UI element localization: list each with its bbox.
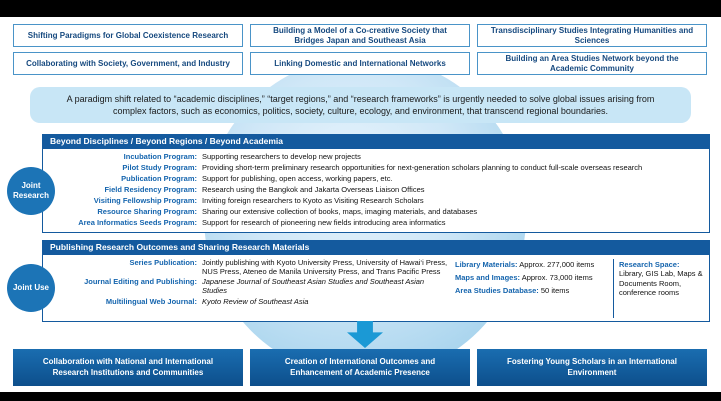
program-name: Area Informatics Seeds Program: <box>78 218 197 228</box>
program-desc: Support for research of pioneering new f… <box>202 218 446 228</box>
resource-row: Area Studies Database: 50 items <box>455 286 611 295</box>
resource-value: Approx. 73,000 items <box>521 273 593 282</box>
pillar-label: Building a Model of a Co-creative Societ… <box>273 25 447 45</box>
pillar-box-area-studies-network: Building an Area Studies Network beyond … <box>477 52 707 75</box>
pillar-box-collaborating-society: Collaborating with Society, Government, … <box>13 52 243 75</box>
resource-value: Approx. 277,000 items <box>519 260 595 269</box>
pillar-label: Linking Domestic and International Netwo… <box>274 58 446 68</box>
publications-column: Series Publication: Jointly publishing w… <box>45 258 451 318</box>
program-row: Visiting Fellowship Program: Inviting fo… <box>45 197 703 206</box>
program-row: Resource Sharing Program: Sharing our ex… <box>45 208 703 217</box>
joint-research-header: Beyond Disciplines / Beyond Regions / Be… <box>42 134 710 149</box>
program-name: Publication Program: <box>121 174 197 184</box>
joint-research-badge: Joint Research <box>7 167 55 215</box>
resources-column: Library Materials: Approx. 277,000 items… <box>451 259 613 318</box>
program-desc: Research using the Bangkok and Jakarta O… <box>202 185 425 195</box>
joint-research-panel: Beyond Disciplines / Beyond Regions / Be… <box>42 134 710 233</box>
program-row: Pilot Study Program: Providing short-ter… <box>45 164 703 173</box>
joint-use-badge: Joint Use <box>7 264 55 312</box>
publication-name: Series Publication: <box>129 258 197 267</box>
outcome-label: Fostering Young Scholars in an Internati… <box>507 357 677 377</box>
resource-name: Area Studies Database: <box>455 286 539 295</box>
pillar-label: Transdisciplinary Studies Integrating Hu… <box>490 25 694 45</box>
publication-row: Multilingual Web Journal: Kyoto Review o… <box>45 296 451 307</box>
resource-name: Library Materials: <box>455 260 518 269</box>
program-desc: Inviting foreign researchers to Kyoto as… <box>202 196 424 206</box>
program-name: Resource Sharing Program: <box>97 207 197 217</box>
program-name: Pilot Study Program: <box>122 163 197 173</box>
publication-row: Journal Editing and Publishing: Japanese… <box>45 277 451 295</box>
pillar-label: Building an Area Studies Network beyond … <box>505 53 679 73</box>
outcome-label: Creation of International Outcomes and E… <box>284 357 436 377</box>
research-space-column: Research Space: Library, GIS Lab, Maps &… <box>613 259 705 318</box>
pillar-box-cocreative-society: Building a Model of a Co-creative Societ… <box>250 24 470 47</box>
joint-use-body: Series Publication: Jointly publishing w… <box>42 255 710 322</box>
program-name: Incubation Program: <box>123 152 197 162</box>
resource-value: 50 items <box>540 286 570 295</box>
outcome-label: Collaboration with National and Internat… <box>42 357 214 377</box>
pillar-label: Collaborating with Society, Government, … <box>26 58 230 68</box>
program-desc: Sharing our extensive collection of book… <box>202 207 478 217</box>
program-desc: Support for publishing, open access, wor… <box>202 174 393 184</box>
program-name: Field Residency Program: <box>104 185 197 195</box>
resource-row: Library Materials: Approx. 277,000 items <box>455 260 611 269</box>
publication-name: Multilingual Web Journal: <box>105 296 197 306</box>
banner-text: A paradigm shift related to “academic di… <box>66 93 655 116</box>
pillar-label: Shifting Paradigms for Global Coexistenc… <box>27 30 229 40</box>
program-desc: Supporting researchers to develop new pr… <box>202 152 361 162</box>
joint-use-header: Publishing Research Outcomes and Sharing… <box>42 240 710 255</box>
resource-name: Maps and Images: <box>455 273 521 282</box>
outcome-box-international-outcomes: Creation of International Outcomes and E… <box>250 349 470 386</box>
publication-name: Journal Editing and Publishing: <box>84 277 197 287</box>
pillar-box-transdisciplinary: Transdisciplinary Studies Integrating Hu… <box>477 24 707 47</box>
program-row: Area Informatics Seeds Program: Support … <box>45 219 703 228</box>
program-row: Publication Program: Support for publish… <box>45 175 703 184</box>
resource-row: Maps and Images: Approx. 73,000 items <box>455 273 611 282</box>
publication-desc: Japanese Journal of Southeast Asian Stud… <box>202 277 425 295</box>
pillar-box-coexistence: Shifting Paradigms for Global Coexistenc… <box>13 24 243 47</box>
outcome-box-young-scholars: Fostering Young Scholars in an Internati… <box>477 349 707 386</box>
publication-desc: Kyoto Review of Southeast Asia <box>202 296 309 306</box>
program-name: Visiting Fellowship Program: <box>93 196 197 206</box>
program-row: Field Residency Program: Research using … <box>45 186 703 195</box>
outcome-box-collaboration: Collaboration with National and Internat… <box>13 349 243 386</box>
publication-row: Series Publication: Jointly publishing w… <box>45 258 451 276</box>
research-space-name: Research Space: <box>619 260 680 269</box>
publication-desc: Jointly publishing with Kyoto University… <box>202 258 448 276</box>
program-row: Incubation Program: Supporting researche… <box>45 153 703 162</box>
joint-research-body: Incubation Program: Supporting researche… <box>42 149 710 233</box>
joint-use-panel: Publishing Research Outcomes and Sharing… <box>42 240 710 322</box>
paradigm-shift-banner: A paradigm shift related to “academic di… <box>30 87 691 123</box>
program-desc: Providing short-term preliminary researc… <box>202 163 643 173</box>
research-space-value: Library, GIS Lab, Maps & Documents Room,… <box>619 269 703 298</box>
pillar-box-linking-networks: Linking Domestic and International Netwo… <box>250 52 470 75</box>
